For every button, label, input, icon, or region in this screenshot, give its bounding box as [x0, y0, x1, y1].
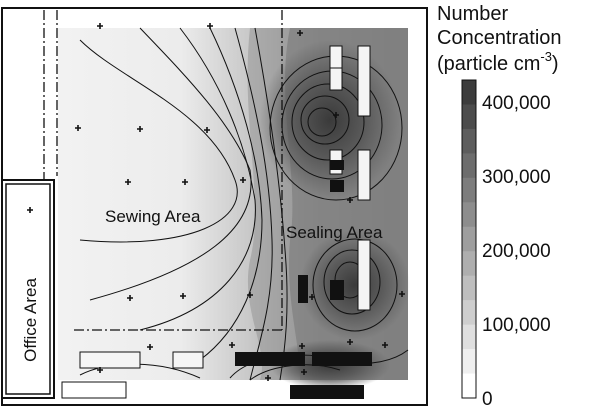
sampling-point — [127, 295, 133, 301]
colorbar-band — [462, 226, 476, 252]
colorbar-unit: (particle cm-3) — [437, 49, 559, 75]
sealing-area-label: Sealing Area — [286, 223, 383, 242]
sampling-point — [97, 367, 103, 373]
sampling-points — [27, 23, 405, 381]
colorbar-band — [462, 80, 476, 105]
colorbar-tick-label: 200,000 — [482, 241, 551, 262]
sampling-point — [207, 23, 213, 29]
colorbar-band — [462, 202, 476, 228]
colorbar-title-line1: Number — [437, 3, 508, 25]
colorbar-band — [462, 300, 476, 326]
equipment — [61, 45, 371, 399]
sampling-point — [347, 339, 353, 345]
sampling-point — [229, 342, 235, 348]
colorbar-band — [462, 153, 476, 179]
sampling-point — [182, 179, 188, 185]
colorbar-band — [462, 177, 476, 203]
sampling-point — [204, 127, 210, 133]
sampling-point — [137, 126, 143, 132]
sampling-point — [347, 197, 353, 203]
colorbar-frame — [461, 79, 477, 399]
office-room — [1, 179, 55, 399]
sampling-point — [382, 342, 388, 348]
colorbar-tick-label: 0 — [482, 389, 493, 407]
sampling-point — [97, 23, 103, 29]
colorbar-band — [462, 128, 476, 154]
sampling-point — [301, 369, 307, 375]
sampling-point — [240, 177, 246, 183]
sampling-point — [265, 375, 271, 381]
colorbar-band — [462, 349, 476, 375]
colorbar-bands — [462, 80, 476, 399]
sewing-area-label: Sewing Area — [105, 207, 201, 226]
colorbar-tick-label: 400,000 — [482, 93, 551, 114]
colorbar-band — [462, 104, 476, 130]
colorbar-title-line2: Concentration — [437, 27, 562, 49]
sampling-point — [399, 291, 405, 297]
colorbar-band — [462, 275, 476, 301]
contour-lines — [79, 27, 409, 381]
office-area-label: Office Area — [21, 278, 40, 362]
sampling-point — [247, 292, 253, 298]
sampling-point — [147, 344, 153, 350]
office-room-inner — [5, 183, 51, 395]
colorbar-band — [462, 251, 476, 277]
colorbar-band — [462, 324, 476, 350]
colorbar-ticks: 400,000 300,000 200,000 100,000 0 — [482, 93, 551, 410]
sampling-point — [333, 112, 339, 118]
sampling-point — [297, 30, 303, 36]
equipment-dark — [235, 160, 372, 399]
colorbar-tick-label: 300,000 — [482, 167, 551, 188]
sampling-point — [309, 294, 315, 300]
sampling-point — [27, 207, 33, 213]
colorbar-band — [462, 373, 476, 399]
colorbar-tick-label: 100,000 — [482, 315, 551, 336]
sampling-point — [299, 343, 305, 349]
sampling-point — [180, 293, 186, 299]
sampling-point — [75, 125, 81, 131]
sampling-point — [125, 179, 131, 185]
partition-lines — [43, 10, 283, 331]
colorbar: Number Concentration (particle cm-3) 400… — [437, 3, 562, 410]
